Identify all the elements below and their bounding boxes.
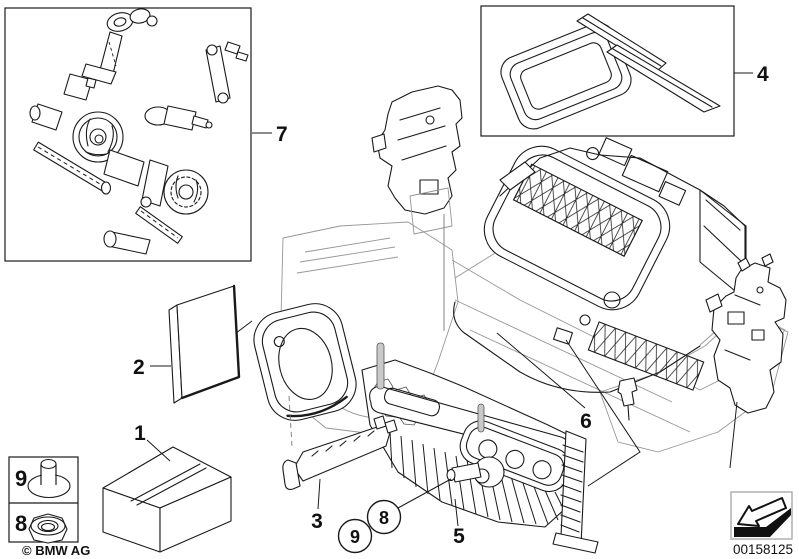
callout-4[interactable]: 4 xyxy=(757,63,769,86)
callout-1[interactable]: 1 xyxy=(134,422,146,445)
back-arrow-icon xyxy=(734,497,791,537)
actuator-part xyxy=(144,105,213,131)
legend-label-8[interactable]: 8 xyxy=(15,511,27,536)
lever-part xyxy=(103,230,151,255)
rod-part xyxy=(33,141,112,195)
leader-3 xyxy=(317,478,321,510)
lever-part xyxy=(205,41,249,104)
side-rail xyxy=(552,430,599,554)
evaporator-lattice xyxy=(587,321,705,391)
pin-part xyxy=(477,403,485,433)
part-1-kit-box[interactable]: 1 xyxy=(102,422,232,553)
nut-icon xyxy=(28,513,68,544)
leader-1 xyxy=(146,439,171,462)
blower-motor-shaft xyxy=(446,456,505,488)
part-5-lower-housing[interactable]: 5 xyxy=(361,342,599,554)
fastener-legend: 9 8 xyxy=(8,456,79,544)
nav-arrow-button[interactable] xyxy=(730,491,793,540)
side-bracket-part[interactable] xyxy=(705,253,787,469)
bracket-part xyxy=(63,73,97,101)
housing-outline xyxy=(453,147,747,393)
lever-part xyxy=(103,149,169,208)
gear-wheel-icon xyxy=(163,169,209,215)
leader-line xyxy=(565,339,641,487)
copyright-text: © BMW AG xyxy=(22,543,90,558)
grommet-icon xyxy=(27,458,71,499)
lever-part xyxy=(81,8,158,85)
circled-label-8[interactable]: 8 xyxy=(379,508,389,528)
heater-core-lattice xyxy=(512,163,644,257)
clip-part xyxy=(565,339,641,487)
legend-label-9[interactable]: 9 xyxy=(15,466,27,491)
gear-wheel-icon xyxy=(72,111,124,163)
circled-callout-8[interactable]: 8 xyxy=(366,478,452,535)
leader-5 xyxy=(454,498,459,527)
leader-circled-8 xyxy=(397,478,452,509)
callout-2[interactable]: 2 xyxy=(133,356,145,379)
seal-strip xyxy=(576,13,721,113)
callout-7[interactable]: 7 xyxy=(276,123,288,146)
callout-6[interactable]: 6 xyxy=(580,410,592,433)
part-7-group[interactable]: 7 xyxy=(4,7,288,262)
circled-callout-9[interactable]: 9 xyxy=(337,518,373,554)
callout-3[interactable]: 3 xyxy=(311,510,323,533)
document-number: 00158125 xyxy=(733,542,793,557)
callout-5[interactable]: 5 xyxy=(453,525,465,548)
part-2-filter[interactable]: 2 xyxy=(133,284,241,404)
rod-part xyxy=(135,206,183,244)
circled-label-9[interactable]: 9 xyxy=(350,527,360,547)
lever-part xyxy=(29,103,63,131)
gasket-seal xyxy=(500,22,632,130)
pin-part xyxy=(376,342,385,390)
leader-6 xyxy=(496,332,586,409)
part-4-group[interactable]: 4 xyxy=(480,5,769,137)
part-3-rail[interactable]: 3 xyxy=(282,415,398,533)
leader-line xyxy=(729,401,738,469)
part-6-heater-assembly[interactable]: 6 xyxy=(451,133,789,453)
duct-bracket-part[interactable] xyxy=(371,85,463,331)
